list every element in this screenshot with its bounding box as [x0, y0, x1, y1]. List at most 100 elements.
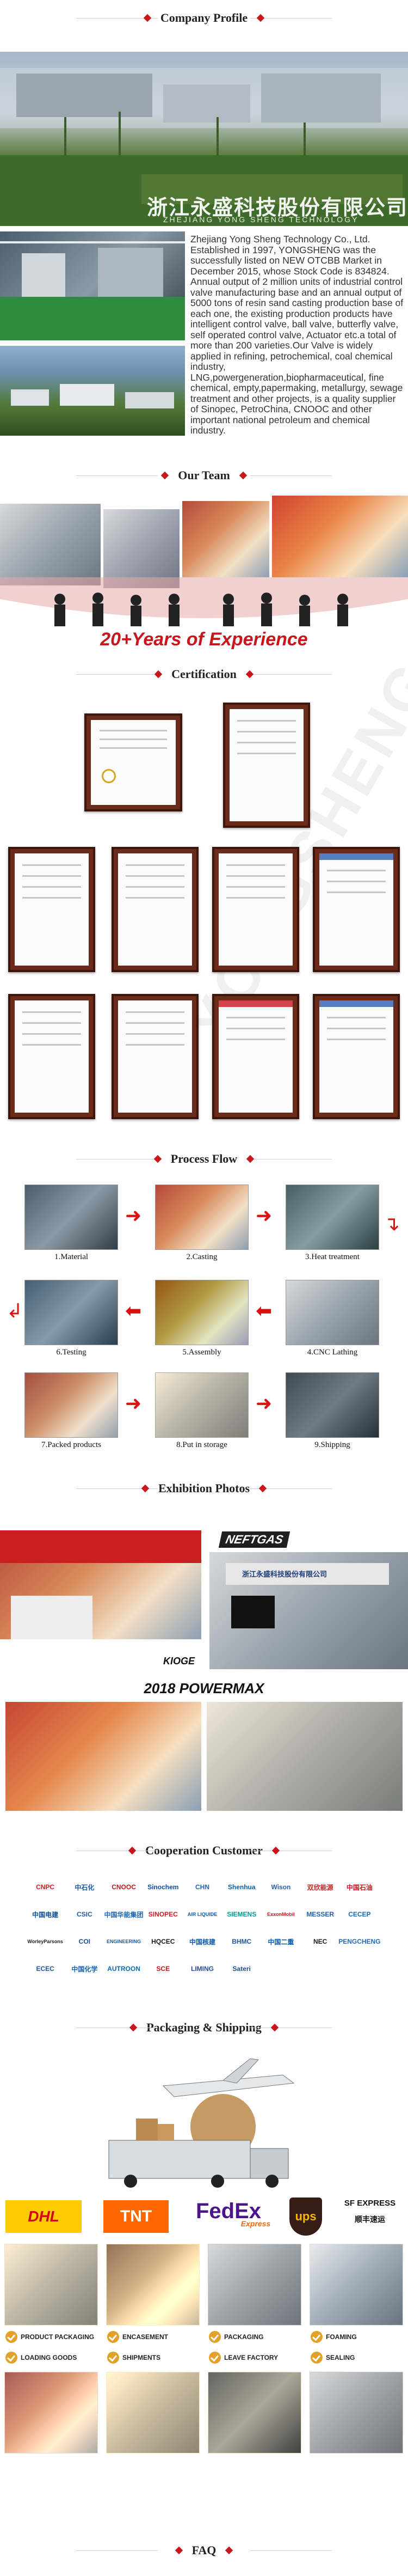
customer-logo: 中国石油	[346, 1883, 373, 1891]
team-photo-meeting	[182, 501, 269, 577]
check-icon	[311, 2331, 323, 2343]
kioge-label: KIOGE	[163, 1656, 195, 1667]
diamond-icon	[245, 670, 254, 679]
carrier-dhl: DHL	[5, 2200, 82, 2233]
process-image-shipping	[286, 1372, 379, 1438]
customer-logo: CNPC	[36, 1883, 55, 1891]
customer-logo: LIMING	[190, 1965, 214, 1973]
diamond-icon	[258, 1484, 267, 1493]
section-title: Our Team	[178, 468, 230, 482]
certificate-frame	[212, 994, 299, 1119]
exhibition-photo-powermax-1	[5, 1702, 201, 1811]
certificate-frame	[223, 703, 310, 828]
customer-logo: SIEMENS	[227, 1910, 257, 1918]
customer-logo: Sinochem	[147, 1883, 179, 1891]
booth-sign: 浙江永盛科技股份有限公司	[242, 1571, 327, 1579]
factory-illustration	[0, 68, 408, 226]
section-header-faq: FAQ	[0, 2543, 408, 2557]
customer-logo: 中国华能集团	[104, 1910, 144, 1919]
customer-logo: SCE	[156, 1965, 170, 1973]
diamond-icon	[239, 471, 247, 480]
packaging-step: SHIPMENTS	[107, 2352, 160, 2364]
certificate-frame	[212, 847, 299, 972]
diamond-icon	[154, 670, 163, 679]
section-title: Exhibition Photos	[158, 1481, 250, 1495]
customer-logo: BHMC	[232, 1938, 252, 1945]
team-photo-office	[0, 504, 101, 585]
packaging-step: ENCASEMENT	[107, 2331, 168, 2343]
customer-logo: CHN	[195, 1883, 209, 1891]
check-icon	[209, 2331, 221, 2343]
team-photo-group	[272, 496, 408, 577]
customer-logo: CNOOC	[112, 1883, 136, 1891]
process-image-packed	[24, 1372, 118, 1438]
customer-logo: MESSER	[306, 1910, 334, 1918]
process-image-storage	[155, 1372, 249, 1438]
certificate-frame	[313, 994, 400, 1119]
shipping-illustration	[108, 2058, 295, 2188]
arrow-down-left-icon: ↲	[7, 1300, 23, 1322]
carrier-sf: SF EXPRESS	[344, 2198, 396, 2208]
customer-logo: PENGCHENG	[338, 1938, 381, 1945]
team-banner-shape	[0, 577, 408, 626]
check-icon	[107, 2331, 119, 2343]
process-step-label: 3.Heat treatment	[305, 1253, 360, 1261]
packaging-step: FOAMING	[311, 2331, 357, 2343]
customer-logo: WorleyParsons	[27, 1939, 63, 1944]
certificate-frame	[112, 847, 199, 972]
section-header-cooperation: Cooperation Customer	[0, 1844, 408, 1858]
carrier-ups: ups	[289, 2197, 322, 2236]
process-step-label: 2.Casting	[186, 1253, 218, 1261]
carrier-tnt: TNT	[103, 2200, 169, 2233]
neftgas-label: NEFTGAS	[218, 1531, 290, 1548]
arrow-right-icon: ➜	[125, 1205, 142, 1227]
customer-logo: COI	[78, 1938, 90, 1945]
customer-logo: AUTROON	[107, 1965, 140, 1973]
section-header-process: Process Flow	[0, 1152, 408, 1166]
packaging-step: PRODUCT PACKAGING	[5, 2331, 94, 2343]
aerial-campus-photo	[0, 346, 185, 436]
customer-logo: 中国二重	[268, 1938, 294, 1946]
arrow-down-icon: ↴	[384, 1213, 400, 1235]
process-step-label: 8.Put in storage	[176, 1440, 227, 1449]
diamond-icon	[153, 1155, 162, 1163]
customer-logo: AIR LIQUIDE	[187, 1912, 218, 1917]
carrier-fedex-express: Express	[240, 2219, 271, 2228]
sign-chinese: 浙江永盛科技股份有限公司	[147, 196, 408, 219]
packaging-photo	[106, 2244, 200, 2325]
diamond-icon	[246, 1155, 255, 1163]
diamond-icon	[161, 471, 169, 480]
customer-logo: Sateri	[232, 1965, 251, 1973]
packaging-photo	[4, 2244, 98, 2325]
section-header-team: Our Team	[0, 468, 408, 483]
section-title: Cooperation Customer	[145, 1844, 263, 1857]
process-image-casting	[155, 1185, 249, 1250]
company-profile-text: Zhejiang Yong Sheng Technology Co., Ltd.…	[190, 234, 404, 436]
diamond-icon	[129, 2023, 138, 2032]
arrow-left-icon: ⬅	[256, 1300, 273, 1322]
packaging-photo	[106, 2372, 200, 2453]
customer-logo: 中国电建	[32, 1910, 59, 1919]
packaging-photo	[310, 2244, 403, 2325]
process-step-label: 6.Testing	[56, 1348, 86, 1357]
exhibition-photo-powermax-2	[207, 1702, 403, 1811]
process-step-label: 9.Shipping	[314, 1440, 350, 1449]
check-icon	[5, 2352, 17, 2364]
diamond-icon	[141, 1484, 150, 1493]
section-title: Company Profile	[160, 11, 248, 25]
section-title: FAQ	[191, 2543, 217, 2557]
workshop-photo	[0, 231, 185, 340]
packaging-photo	[208, 2372, 301, 2453]
packaging-step: PACKAGING	[209, 2331, 263, 2343]
customer-logo: SINOPEC	[148, 1910, 178, 1918]
diamond-icon	[270, 2023, 279, 2032]
diamond-icon	[225, 2546, 233, 2555]
section-header-exhibition: Exhibition Photos	[0, 1481, 408, 1495]
customer-logo: CECEP	[348, 1910, 371, 1918]
process-image-testing	[24, 1280, 118, 1345]
section-title: Packaging & Shipping	[146, 2020, 262, 2034]
section-title: Certification	[171, 667, 237, 681]
arrow-right-icon: ➜	[125, 1393, 142, 1415]
